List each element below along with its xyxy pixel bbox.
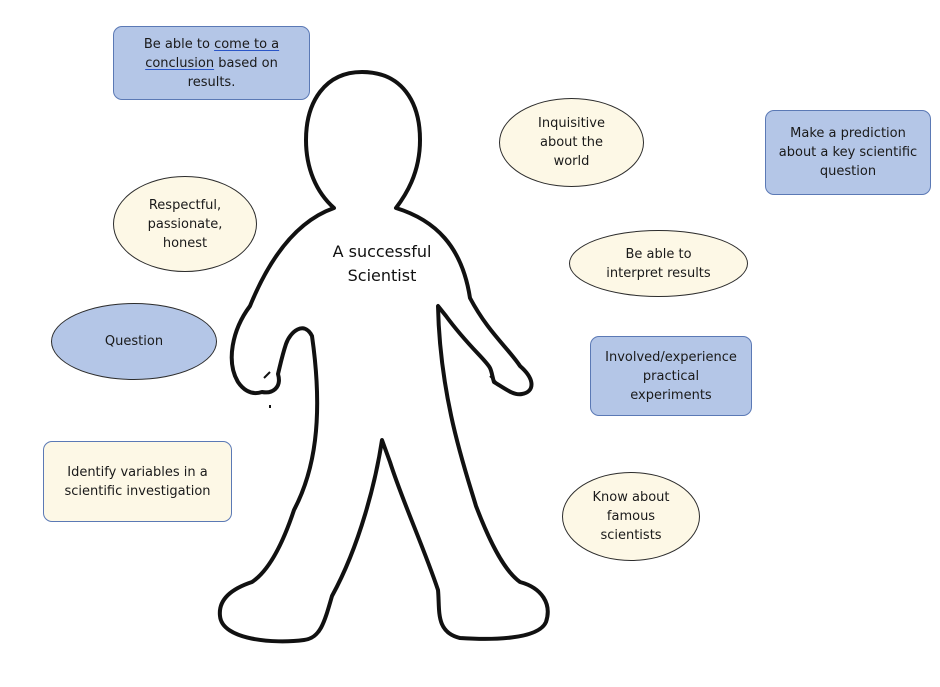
conclusion-underlined-phrase: come to a conclusion [145,36,280,71]
variables-box: Identify variables in a scientific inves… [43,441,232,522]
famous-text: Know about famous scientists [592,490,670,543]
prediction-text: Make a prediction about a key scientific… [778,126,918,179]
conclusion-text-pre: Be able to [143,36,215,52]
center-label: A successful Scientist [312,240,452,288]
famous-oval: Know about famous scientists [562,472,700,561]
person-silhouette [217,70,550,644]
question-text: Question [104,334,164,349]
prediction-box: Make a prediction about a key scientific… [765,110,931,195]
interpret-oval: Be able to interpret results [569,230,748,297]
conclusion-text: Be able to come to a conclusion based on… [124,35,299,92]
practical-text: Involved/experience practical experiment… [605,349,737,403]
variables-text: Identify variables in a scientific inves… [64,464,211,499]
conclusion-text-post: based on results. [187,55,278,90]
respectful-text: Respectful, passionate, honest [147,197,223,251]
inquisitive-oval: Inquisitive about the world [499,98,644,187]
interpret-text: Be able to interpret results [606,246,711,281]
respectful-oval: Respectful, passionate, honest [113,176,257,272]
question-oval: Question [51,303,217,380]
practical-box: Involved/experience practical experiment… [590,336,752,416]
dotted-hand-mark [263,371,497,408]
conclusion-box: Be able to come to a conclusion based on… [113,26,310,100]
center-label-line-1: A successful [332,242,432,261]
inquisitive-text: Inquisitive about the world [538,116,605,169]
center-label-line-2: Scientist [347,266,417,285]
